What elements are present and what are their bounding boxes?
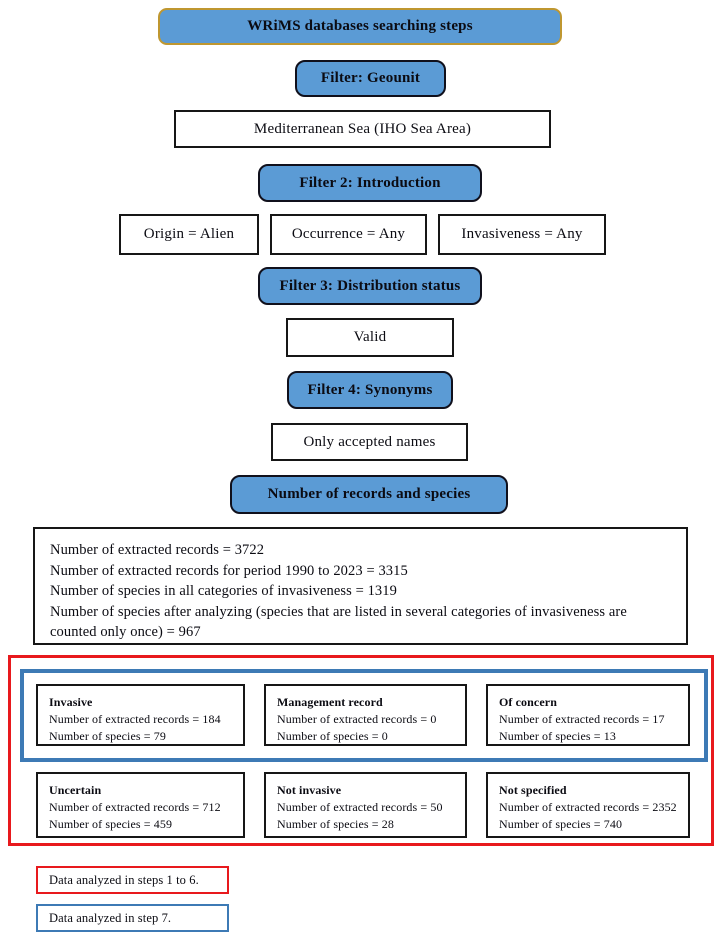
category-species: Number of species = 13 (499, 729, 616, 743)
category-title: Invasive (49, 695, 93, 709)
geounit-value: Mediterranean Sea (IHO Sea Area) (253, 120, 472, 137)
category-title: Not invasive (277, 783, 342, 797)
category-box-uncertain: Uncertain Number of extracted records = … (36, 772, 245, 838)
accepted-names-box: Only accepted names (271, 423, 468, 461)
filter-introduction-box: Filter 2: Introduction (258, 164, 482, 202)
category-title: Management record (277, 695, 383, 709)
legend-steps-1-6-label: Data analyzed in steps 1 to 6. (49, 872, 199, 887)
category-records: Number of extracted records = 0 (277, 712, 437, 726)
category-records: Number of extracted records = 184 (49, 712, 221, 726)
category-title: Uncertain (49, 783, 102, 797)
valid-value-box: Valid (286, 318, 454, 357)
valid-value: Valid (353, 329, 387, 345)
filter-distribution-status-label: Filter 3: Distribution status (279, 277, 461, 294)
records-species-header: Number of records and species (267, 486, 471, 502)
category-records: Number of extracted records = 2352 (499, 800, 677, 814)
category-species: Number of species = 0 (277, 729, 388, 743)
occurrence-value: Occurrence = Any (291, 226, 406, 242)
summary-line: Number of species after analyzing (speci… (50, 603, 627, 641)
summary-line: Number of extracted records for period 1… (50, 562, 408, 579)
records-species-header-box: Number of records and species (230, 475, 508, 514)
summary-line: Number of species in all categories of i… (50, 583, 397, 600)
category-species: Number of species = 79 (49, 729, 166, 743)
accepted-names-value: Only accepted names (303, 433, 436, 450)
filter-geounit-label: Filter: Geounit (320, 70, 421, 86)
summary-line: Number of extracted records = 3722 (50, 542, 265, 558)
category-records: Number of extracted records = 712 (49, 800, 221, 814)
category-box-not-specified: Not specified Number of extracted record… (486, 772, 690, 838)
filter-geounit-box: Filter: Geounit (295, 60, 446, 97)
category-box-of-concern: Of concern Number of extracted records =… (486, 684, 690, 746)
category-box-not-invasive: Not invasive Number of extracted records… (264, 772, 467, 838)
category-title: Of concern (499, 695, 557, 709)
origin-value: Origin = Alien (143, 226, 235, 242)
geounit-value-box: Mediterranean Sea (IHO Sea Area) (174, 110, 551, 148)
occurrence-value-box: Occurrence = Any (270, 214, 427, 255)
category-box-invasive: Invasive Number of extracted records = 1… (36, 684, 245, 746)
summary-box: Number of extracted records = 3722 Numbe… (33, 527, 688, 645)
legend-step-7-label: Data analyzed in step 7. (49, 910, 172, 925)
category-records: Number of extracted records = 50 (277, 800, 443, 814)
filter-synonyms-box: Filter 4: Synonyms (287, 371, 453, 409)
category-title: Not specified (499, 783, 567, 797)
filter-distribution-status-box: Filter 3: Distribution status (258, 267, 482, 305)
title-box: WRiMS databases searching steps (158, 8, 562, 45)
category-box-management-record: Management record Number of extracted re… (264, 684, 467, 746)
category-species: Number of species = 28 (277, 817, 394, 831)
category-species: Number of species = 459 (49, 817, 173, 831)
invasiveness-value-box: Invasiveness = Any (438, 214, 606, 255)
category-species: Number of species = 740 (499, 817, 623, 831)
origin-value-box: Origin = Alien (119, 214, 259, 255)
filter-synonyms-label: Filter 4: Synonyms (307, 381, 433, 398)
filter-introduction-label: Filter 2: Introduction (299, 174, 441, 191)
page-title: WRiMS databases searching steps (247, 18, 473, 34)
legend-step-7: Data analyzed in step 7. (36, 904, 229, 932)
invasiveness-value: Invasiveness = Any (461, 226, 583, 242)
category-records: Number of extracted records = 17 (499, 712, 665, 726)
legend-steps-1-6: Data analyzed in steps 1 to 6. (36, 866, 229, 894)
